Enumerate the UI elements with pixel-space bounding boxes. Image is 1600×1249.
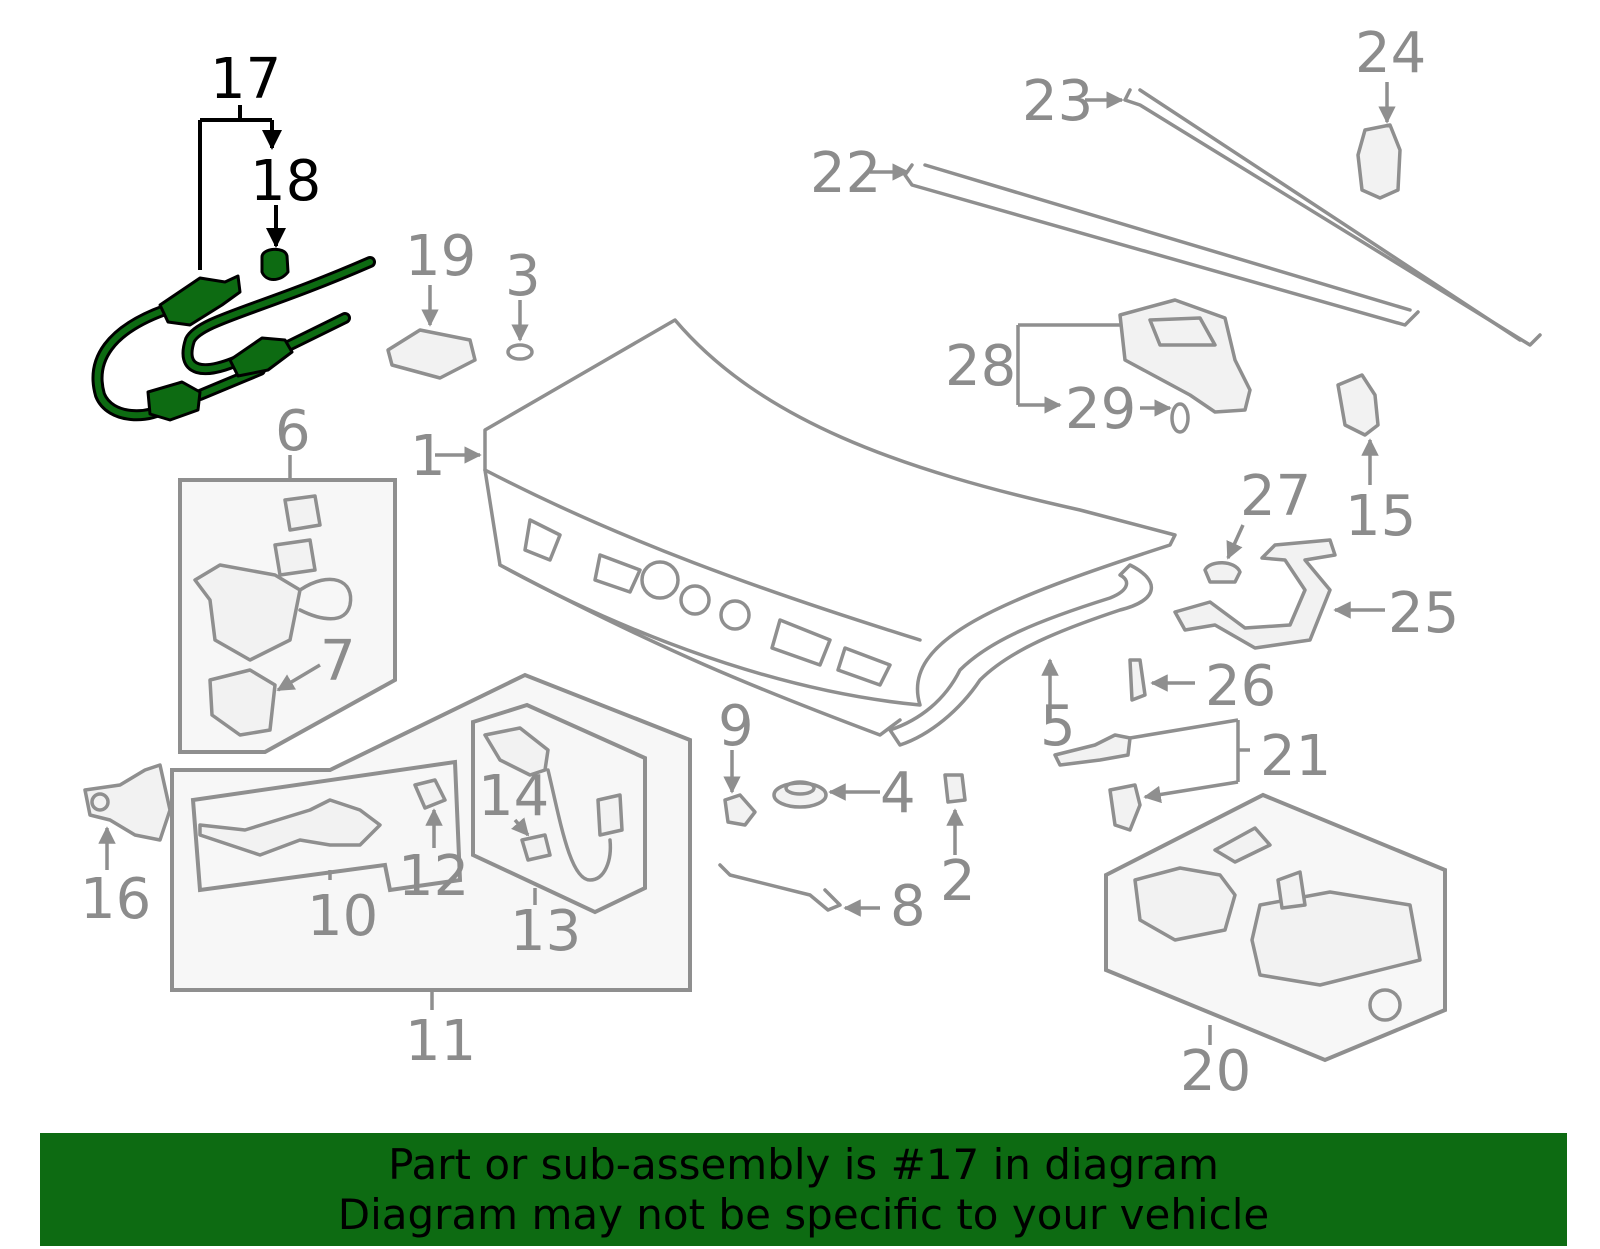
part-26-bolt[interactable] [1128, 658, 1147, 702]
part-3-grommet[interactable] [506, 343, 534, 361]
callout-16: 16 [80, 867, 151, 932]
part-1-trunk-lid[interactable] [483, 318, 1177, 737]
callout-3: 3 [505, 244, 541, 309]
callout-22: 22 [810, 141, 881, 206]
part-19-pad[interactable] [386, 328, 477, 380]
callout-1: 1 [410, 424, 446, 489]
part-22-rod[interactable] [903, 163, 1420, 327]
callout-10: 10 [307, 884, 378, 949]
callout-13: 13 [510, 899, 581, 964]
part-5-weatherstrip[interactable] [888, 563, 1153, 747]
callout-2: 2 [940, 849, 976, 914]
callout-26: 26 [1205, 654, 1276, 719]
banner-line-2: Diagram may not be specific to your vehi… [337, 1189, 1270, 1239]
part-28-actuator[interactable] [1118, 298, 1252, 414]
callout-27: 27 [1240, 464, 1311, 529]
leader-17 [198, 105, 272, 270]
part-8-rod[interactable] [718, 863, 842, 912]
part-15-latch[interactable] [1336, 373, 1380, 437]
callout-5: 5 [1040, 694, 1076, 759]
callout-4: 4 [880, 761, 916, 826]
part-16-bracket[interactable] [83, 763, 172, 842]
callout-20: 20 [1180, 1039, 1251, 1104]
part-29-clip[interactable] [1170, 402, 1190, 434]
part-14-clip [520, 833, 552, 862]
motor-unit-lower [228, 336, 294, 378]
callout-15: 15 [1345, 484, 1416, 549]
callout-29: 29 [1065, 377, 1136, 442]
banner-line-1: Part or sub-assembly is #17 in diagram [388, 1139, 1219, 1189]
callout-11: 11 [405, 1009, 476, 1074]
callout-17: 17 [210, 47, 281, 112]
callout-8: 8 [890, 874, 926, 939]
callout-12: 12 [398, 844, 469, 909]
callout-14: 14 [478, 764, 549, 829]
part-11-lock-box[interactable] [170, 672, 692, 992]
callout-25: 25 [1388, 581, 1459, 646]
part-24-latch[interactable] [1356, 123, 1402, 200]
callout-9: 9 [718, 694, 754, 759]
motor-unit-upper [158, 274, 242, 327]
part-17-opener-cable[interactable] [91, 256, 376, 422]
part-6-latch-box[interactable] [178, 478, 397, 754]
callout-7: 7 [320, 629, 356, 694]
part-25-hinge[interactable] [1173, 538, 1337, 650]
callout-18: 18 [250, 149, 321, 214]
callout-24: 24 [1355, 21, 1426, 86]
callout-21: 21 [1260, 724, 1331, 789]
callout-28: 28 [945, 334, 1016, 399]
callout-23: 23 [1022, 69, 1093, 134]
part-18-cap[interactable] [260, 247, 290, 281]
connector-unit [146, 380, 202, 422]
part-12-clip [413, 778, 447, 810]
part-4-bumper[interactable] [772, 780, 828, 809]
callout-6: 6 [275, 399, 311, 464]
part-7-striker [208, 668, 277, 737]
part-20-lock-box[interactable] [1104, 792, 1447, 1063]
info-banner: Part or sub-assembly is #17 in diagram D… [40, 1133, 1567, 1246]
callout-19: 19 [405, 224, 476, 289]
part-2-bolt[interactable] [943, 773, 967, 804]
part-9-clip[interactable] [723, 793, 757, 827]
part-27-cap[interactable] [1203, 561, 1242, 584]
part-23-rod[interactable] [1123, 88, 1542, 347]
